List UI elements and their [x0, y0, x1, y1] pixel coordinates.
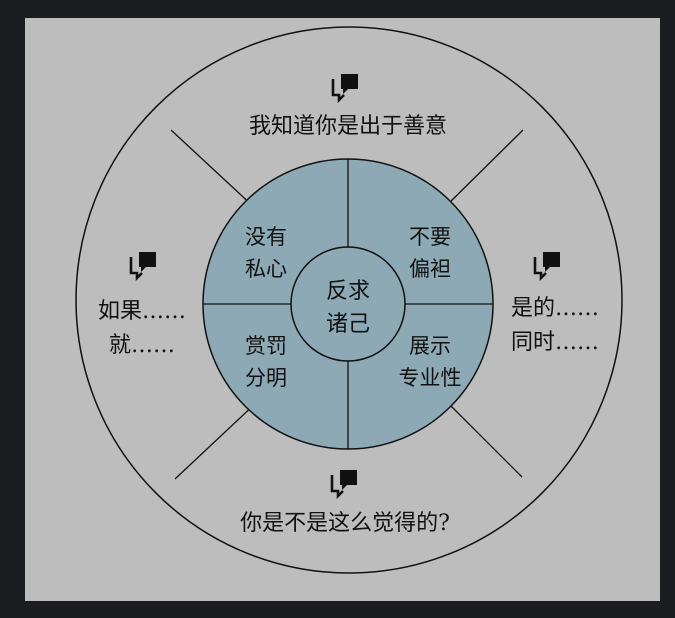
outer-label-top: 我知道你是出于善意 [249, 114, 447, 139]
inner-label-bottom-right-line1: 展示 [409, 334, 451, 358]
inner-label-top-left-line2: 私心 [245, 257, 287, 281]
center-label-line1: 反求 [326, 279, 370, 304]
outer-divider-bottom-left [174, 401, 258, 480]
outer-divider-top-right [444, 129, 524, 208]
inner-label-top-right-line2: 偏袒 [409, 257, 451, 281]
inner-label-bottom-left-line1: 赏罚 [245, 334, 287, 358]
outer-label-bottom: 你是不是这么觉得的? [240, 511, 450, 536]
outer-label-left-line1: 如果…… [98, 299, 186, 324]
outer-divider-top-left [170, 129, 256, 209]
outer-divider-bottom-right [445, 400, 523, 478]
outer-label-right-line2: 同时…… [511, 330, 599, 355]
outer-ring [75, 26, 623, 574]
outer-label-left-line2: 就…… [109, 333, 175, 358]
center-label-line2: 诸己 [326, 312, 370, 337]
inner-label-bottom-right-line2: 专业性 [399, 366, 462, 390]
center-circle [290, 246, 406, 362]
inner-label-bottom-left-line2: 分明 [245, 366, 287, 390]
inner-label-top-right-line1: 不要 [409, 225, 451, 249]
inner-label-top-left-line1: 没有 [245, 225, 287, 249]
outer-label-right-line1: 是的…… [511, 296, 599, 321]
